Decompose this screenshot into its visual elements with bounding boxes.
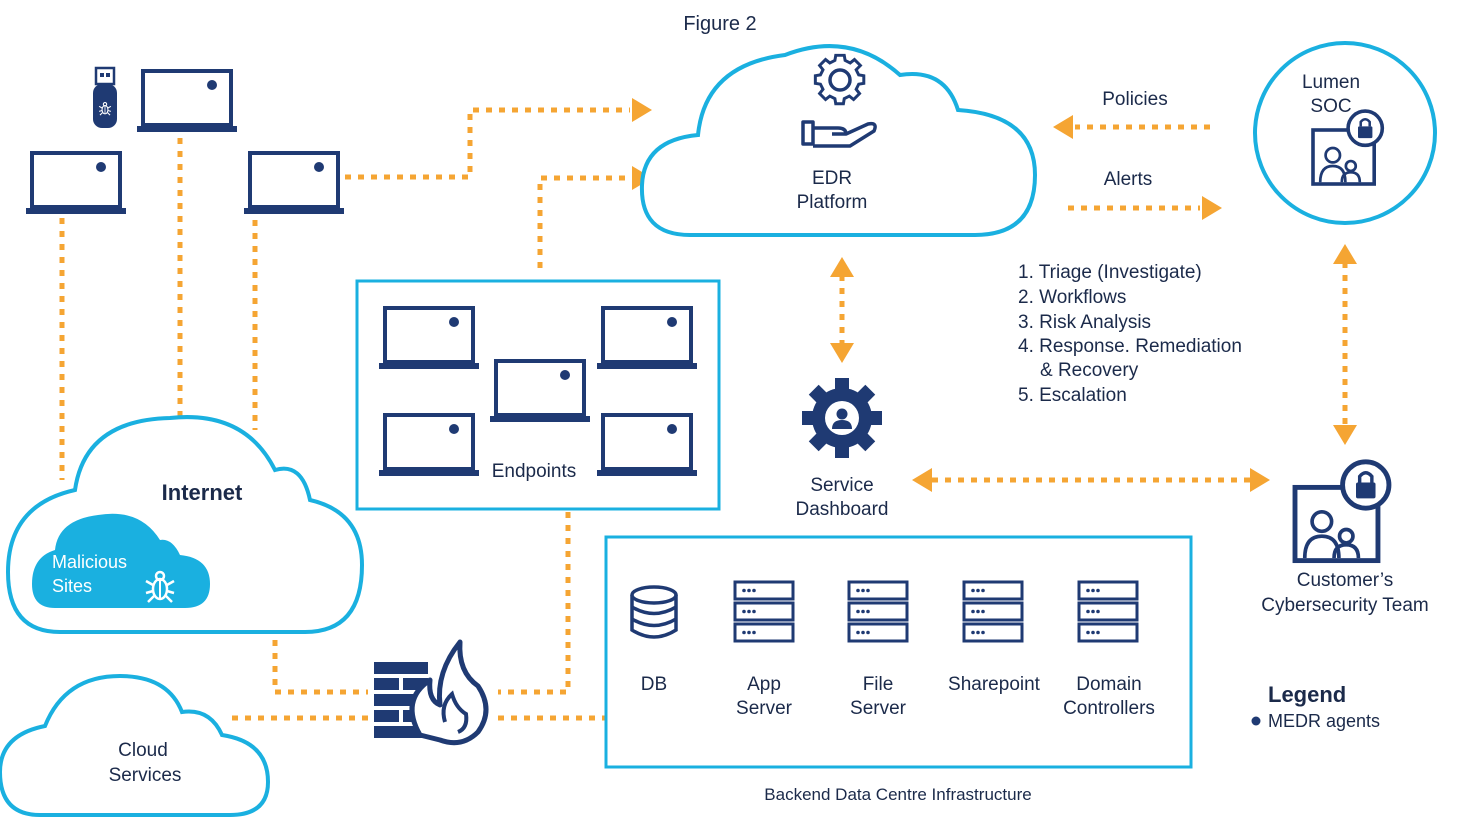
cloud-services: Cloud Services (0, 673, 271, 817)
arrow-icon (1333, 425, 1357, 445)
server-icon (733, 580, 795, 643)
malicious-line2: Sites (52, 576, 92, 596)
arrow-icon (912, 468, 932, 492)
laptop-icon (488, 359, 592, 424)
gear-icon (813, 53, 866, 106)
laptop-icon (595, 306, 699, 371)
endpoints-label: Endpoints (492, 461, 577, 482)
arrowheads (632, 98, 1357, 492)
arrow-icon (830, 343, 854, 363)
file-server-line1: File (863, 674, 894, 695)
arrow-icon (1333, 244, 1357, 264)
legend: Legend MEDR agents (1251, 682, 1380, 731)
sharepoint-label: Sharepoint (948, 674, 1041, 695)
service-dashboard: Service Dashboard (796, 378, 889, 520)
policies-label: Policies (1102, 89, 1167, 110)
arrow-icon (632, 98, 652, 122)
connector-endpoints-to-edr (537, 175, 630, 268)
customer-team: Customer’s Cybersecurity Team (1261, 462, 1429, 616)
legend-item: MEDR agents (1268, 711, 1380, 731)
file-server-line2: Server (850, 698, 907, 719)
laptop-icon (377, 413, 481, 478)
process-step: 5. Escalation (1018, 385, 1127, 406)
laptop-icon (377, 306, 481, 371)
cloud-services-line1: Cloud (118, 740, 168, 761)
laptop-icon (242, 151, 346, 216)
domain-controllers-line1: Domain (1076, 674, 1141, 695)
server-icon (1077, 580, 1139, 643)
arrow-icon (1053, 115, 1073, 139)
customer-line2: Cybersecurity Team (1261, 595, 1429, 616)
server-icon (962, 580, 1024, 643)
connector-internet-to-firewall (272, 640, 368, 695)
connector-endpoints-to-firewall (498, 512, 571, 695)
backend-box: DB App Server File Server Sharepoint Dom… (604, 535, 1193, 769)
dashboard-line1: Service (810, 475, 873, 496)
process-step: 3. Risk Analysis (1018, 312, 1151, 333)
lumen-soc: Lumen SOC (1253, 41, 1437, 225)
lumen-soc-line1: Lumen (1302, 72, 1360, 93)
process-steps: 1. Triage (Investigate) 2. Workflows 3. … (1018, 262, 1242, 406)
lumen-soc-line2: SOC (1310, 96, 1351, 117)
edr-label-line1: EDR (812, 168, 852, 189)
edr-label-line2: Platform (797, 192, 868, 213)
legend-dot (1251, 716, 1261, 726)
database-icon (630, 585, 678, 639)
analyst-lock-icon (1295, 462, 1389, 561)
backend-caption: Backend Data Centre Infrastructure (764, 785, 1031, 804)
process-step: 1. Triage (Investigate) (1018, 262, 1202, 283)
customer-line1: Customer’s (1297, 570, 1393, 591)
dashboard-line2: Dashboard (796, 499, 889, 520)
process-step: & Recovery (1040, 360, 1139, 381)
db-label: DB (641, 674, 667, 695)
process-step: 4. Response. Remediation (1018, 336, 1242, 357)
laptop-icon (595, 413, 699, 478)
laptop-icon (24, 151, 128, 216)
internet-cloud: Internet Malicious Sites (5, 415, 365, 634)
connectors (59, 107, 1348, 721)
malicious-sites-cloud: Malicious Sites (32, 513, 210, 608)
process-step: 2. Workflows (1018, 287, 1126, 308)
figure-title: Figure 2 (683, 13, 756, 35)
connector-laptop-to-edr (345, 107, 630, 180)
laptop-icon (135, 69, 239, 134)
user-gear-icon (802, 378, 882, 458)
internet-label: Internet (162, 480, 243, 505)
edr-platform-cloud: EDR Platform (639, 44, 1038, 237)
malicious-line1: Malicious (52, 552, 127, 572)
domain-controllers-line2: Controllers (1063, 698, 1155, 719)
alerts-label: Alerts (1104, 169, 1153, 190)
hand-icon (801, 120, 877, 148)
app-server-line1: App (747, 674, 781, 695)
arrow-icon (1202, 196, 1222, 220)
server-icon (847, 580, 909, 643)
arrow-icon (1250, 468, 1270, 492)
arrow-icon (830, 257, 854, 277)
legend-title: Legend (1268, 682, 1346, 707)
firewall-icon (374, 639, 489, 746)
usb-malware-icon (93, 66, 117, 128)
cloud-services-line2: Services (109, 765, 182, 786)
endpoints-box: Endpoints (355, 279, 721, 511)
app-server-line2: Server (736, 698, 793, 719)
